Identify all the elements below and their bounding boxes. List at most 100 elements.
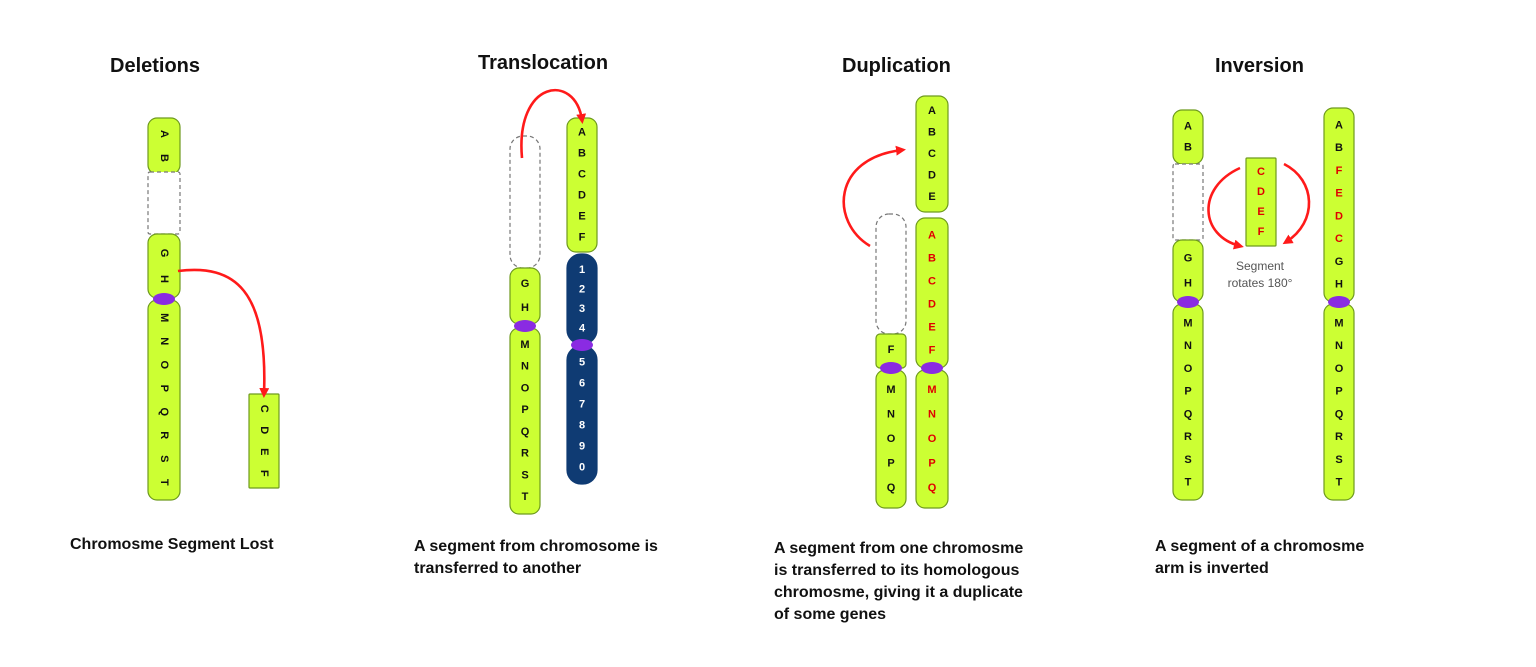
lost-segment-letter: D (258, 426, 270, 434)
rotating-segment-letter: C (1257, 166, 1265, 178)
translocation-567890-letter: 7 (579, 399, 585, 411)
inversion-upper-letter: E (1335, 188, 1342, 200)
duplication-lower-letter: M (927, 384, 936, 396)
centromere (1177, 296, 1199, 308)
inversion-lower-letter: Q (1335, 408, 1344, 420)
translocation-abcdef-letter: A (578, 127, 586, 139)
caption-line: A segment from chromosome is (414, 538, 658, 555)
translocation-lower-letter: O (521, 382, 530, 394)
chromosome-arm-segment (147, 117, 181, 175)
panel-title-translocation: Translocation (478, 52, 609, 74)
duplication-abcdef-letter: B (928, 253, 936, 265)
duplication-top-letter: B (928, 126, 936, 138)
inversion-lower-letter: M (1334, 317, 1343, 329)
inversion-upper-letter: D (1335, 210, 1343, 222)
caption-line: arm is inverted (1155, 560, 1269, 577)
duplication-top-letter: E (928, 191, 935, 203)
chromosome-arm-segment (147, 299, 181, 501)
inversion-gh-letter: H (1184, 278, 1192, 290)
duplication-abcdef-letter: C (928, 276, 936, 288)
translocation-lower-letter: R (521, 448, 529, 460)
inversion-lower-letter: Q (1184, 408, 1193, 420)
deletion-top-letter: A (158, 130, 170, 138)
caption-translocation: A segment from chromosome is transferred… (414, 536, 658, 580)
chromosome-arm-segment (147, 233, 181, 299)
translocation-abcdef-letter: F (579, 232, 586, 244)
inversion-lower-letter: S (1184, 454, 1191, 466)
lost-segment-letter: F (258, 470, 270, 477)
lost-segment-letter: C (258, 405, 270, 413)
duplication-lower-letter: Q (887, 482, 896, 494)
translocation-lower-letter: S (521, 469, 528, 481)
chromosome-arm-segment (509, 327, 541, 515)
translocation-1234-letter: 2 (579, 283, 585, 295)
translocation-567890-letter: 8 (579, 420, 585, 432)
rotating-segment-letter: F (1258, 226, 1265, 238)
panel-title-duplication: Duplication (842, 55, 951, 77)
inversion-right-arrow (1282, 162, 1311, 245)
translocation-lower-letter: Q (521, 426, 530, 438)
rotating-segment-letter: E (1257, 206, 1264, 218)
caption-line: is transferred to its homologous (774, 562, 1020, 579)
translocation-567890-letter: 0 (579, 462, 585, 474)
duplication-lower-letter: N (887, 409, 895, 421)
deletion-lower-letter: R (158, 431, 170, 439)
chromosome-arm-segment (509, 267, 541, 325)
duplication-arrow (842, 145, 906, 248)
translocation-abcdef-letter: B (578, 148, 586, 160)
rotating-segment (1245, 157, 1277, 247)
duplication-abcdef-letter: F (929, 345, 936, 357)
inversion-lower-letter: P (1335, 386, 1342, 398)
deletion-lower-letter: M (158, 313, 170, 322)
duplication-abcdef-letter: E (928, 322, 935, 334)
caption-line: A segment from one chromosme (774, 540, 1024, 557)
inversion-note: Segment rotates 180° (1205, 258, 1315, 292)
inversion-lower-letter: T (1336, 477, 1343, 489)
duplication-lower-letter: O (887, 433, 896, 445)
duplicated-segment (915, 95, 949, 213)
translocation-lower-letter: P (521, 404, 528, 416)
deletion-lower-letter: O (158, 360, 170, 369)
inversion-lower-letter: T (1185, 477, 1192, 489)
translocation-567890-letter: 6 (579, 378, 585, 390)
deletion-top-letter: B (158, 154, 170, 162)
empty-arm (875, 213, 907, 335)
inversion-lower-letter: N (1184, 340, 1192, 352)
translocation-lower-letter: N (521, 361, 529, 373)
lost-segment-letter: E (258, 448, 270, 455)
note-line: rotates 180° (1227, 276, 1293, 290)
translocation-567890-letter: 5 (579, 357, 585, 369)
inversion-gh-letter: G (1184, 253, 1193, 265)
inversion-top-letter: B (1184, 142, 1192, 154)
deletion-lower-letter: S (158, 455, 170, 462)
inversion-top-letter: A (1184, 121, 1192, 133)
translocation-gh-letter: H (521, 302, 529, 314)
inversion-upper-letter: A (1335, 119, 1343, 131)
centromere (514, 320, 536, 332)
duplication-lower-letter: Q (928, 482, 937, 494)
inversion-left-arrow (1207, 166, 1244, 250)
deleted-gap (1172, 163, 1204, 241)
duplication-abcdef-letter: A (928, 230, 936, 242)
deletion-lower-letter: N (158, 337, 170, 345)
caption-duplication: A segment from one chromosme is transfer… (774, 538, 1023, 626)
inversion-lower-letter: M (1183, 317, 1192, 329)
deletion-lower-letter: Q (158, 407, 170, 416)
inversion-lower-letter: R (1335, 431, 1343, 443)
duplication-lower-letter: P (928, 457, 935, 469)
caption-line: of some genes (774, 606, 887, 623)
translocation-abcdef-letter: D (578, 190, 586, 202)
deletion-lower-letter: T (158, 479, 170, 486)
duplication-top-letter: D (928, 170, 936, 182)
caption-inversion: A segment of a chromosme arm is inverted (1155, 536, 1364, 580)
inversion-lower-letter: O (1184, 363, 1193, 375)
inversion-lower-letter: O (1335, 363, 1344, 375)
inversion-lower-letter: S (1335, 454, 1342, 466)
inversion-upper-letter: C (1335, 233, 1343, 245)
translocation-abcdef-letter: C (578, 169, 586, 181)
chromosome-arm-segment (1172, 239, 1204, 303)
inversion-lower-letter: N (1335, 340, 1343, 352)
caption-line: Chromosme Segment Lost (70, 536, 274, 553)
centromere (571, 339, 593, 351)
caption-line: transferred to another (414, 560, 582, 577)
